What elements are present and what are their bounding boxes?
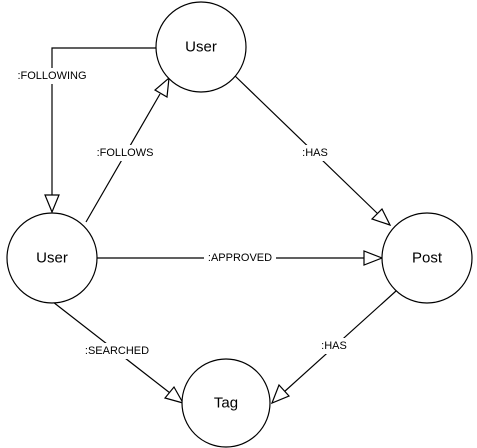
node-user-left-circle xyxy=(6,212,98,304)
edge-following-line xyxy=(51,47,156,196)
edge-searched: :SEARCHED xyxy=(52,301,185,404)
node-user-top-label: User xyxy=(185,39,217,56)
node-tag-label: Tag xyxy=(214,395,238,412)
edge-following-label: :FOLLOWING xyxy=(17,70,86,82)
edge-follows: :FOLLOWS xyxy=(85,76,170,223)
edge-following-arrowhead xyxy=(44,194,60,214)
edge-searched-arrowhead xyxy=(163,385,185,404)
edge-approved-arrowhead xyxy=(363,250,384,266)
edge-has-post-tag-label: :HAS xyxy=(321,340,347,352)
node-post-label: Post xyxy=(412,250,443,267)
node-tag-circle xyxy=(181,358,271,448)
edge-has-user-post-line xyxy=(232,73,379,215)
node-user-top-circle xyxy=(155,1,247,93)
edge-has-user-post-label: :HAS xyxy=(302,147,328,159)
edge-following: :FOLLOWING xyxy=(10,47,156,214)
edge-has-user-post-arrowhead xyxy=(370,207,392,227)
node-post-circle xyxy=(381,212,473,304)
edge-follows-arrowhead xyxy=(153,76,170,98)
node-user-top: User xyxy=(155,1,247,93)
edge-has-post-tag: :HAS xyxy=(270,290,397,405)
node-post: Post xyxy=(381,212,473,304)
edge-searched-label: :SEARCHED xyxy=(85,345,149,357)
node-user-left: User xyxy=(6,212,98,304)
edge-has-post-tag-arrowhead xyxy=(270,383,291,405)
node-user-left-label: User xyxy=(36,250,68,267)
node-tag: Tag xyxy=(181,358,271,448)
edge-approved: :APPROVED xyxy=(97,250,384,266)
edge-follows-label: :FOLLOWS xyxy=(97,147,154,159)
edge-approved-label: :APPROVED xyxy=(208,252,272,264)
edge-has-user-post: :HAS xyxy=(232,73,392,227)
